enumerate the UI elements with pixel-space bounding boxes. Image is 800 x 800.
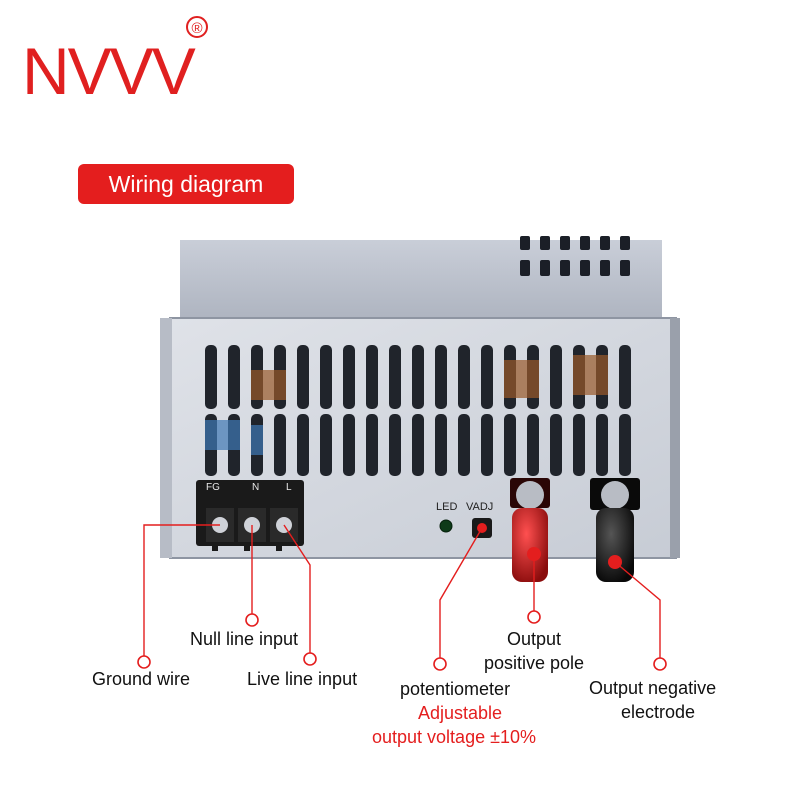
internal-components [205,355,608,455]
adjustable-voltage-label: output voltage ±10% [372,727,536,747]
ac-terminal-block [196,480,304,551]
output-negative-label-line1: Output negative [589,678,717,698]
adjustable-label: Adjustable [417,703,503,723]
terminal-label-l: L [286,482,292,493]
live-line-input-label: Live line input [247,669,358,689]
wiring-diagram-badge: Wiring diagram [78,164,294,204]
output-positive-label-line2: positive pole [483,653,585,673]
led-indicator [439,519,453,533]
ground-leader [143,524,220,657]
terminal-label-n: N [252,482,259,493]
ground-wire-label: Ground wire [92,669,191,689]
terminal-label-fg: FG [206,482,220,493]
top-vents [520,236,630,276]
negative-output-terminal [590,478,640,582]
brand-logo: NVVV [22,34,196,108]
led-label: LED [436,501,457,513]
potentiometer-leader [439,527,483,659]
output-negative-label-line2: electrode [620,702,696,722]
housing-top [180,240,662,320]
live-leader [283,524,311,654]
vadj-label: VADJ [466,501,493,513]
negative-leader [614,561,661,659]
callout-dots [137,610,667,671]
null-line-input-label: Null line input [190,629,299,649]
output-positive-label-line1: Output [506,629,562,649]
potentiometer-label: potentiometer [400,679,511,699]
positive-output-terminal [510,478,550,582]
registered-mark: ® [186,16,208,38]
callout-lines [143,524,661,659]
